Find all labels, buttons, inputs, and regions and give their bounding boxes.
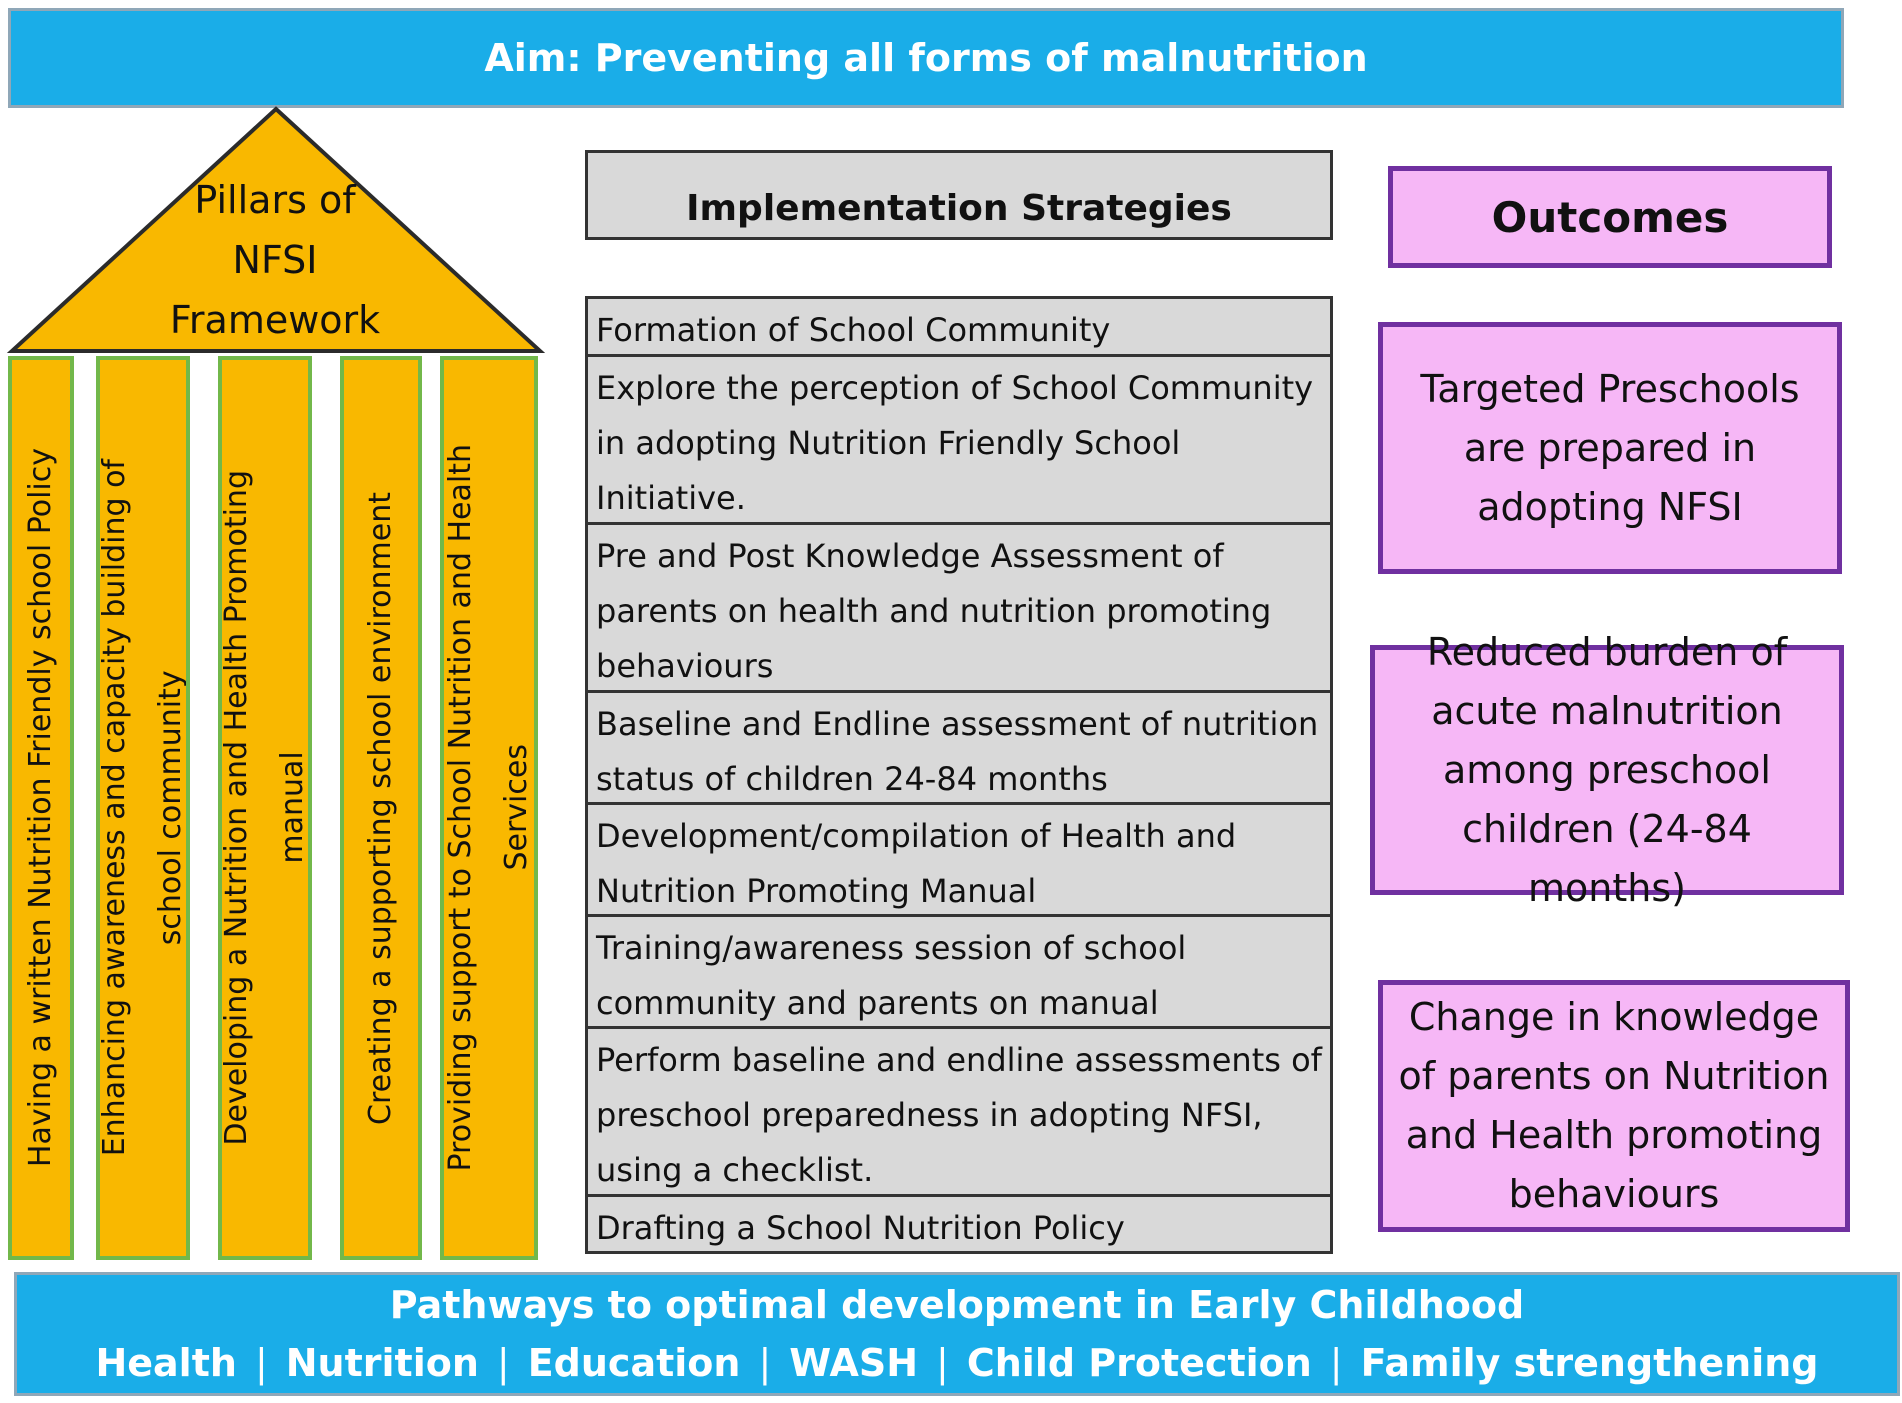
pillar-services: Providing support to School Nutrition an… [440, 356, 538, 1260]
pillar-label-line: Enhancing awareness and capacity buildin… [97, 459, 132, 1157]
pillar-label-line: school community [153, 670, 188, 946]
pathway-separator: | [1329, 1341, 1343, 1385]
pillar-label: Enhancing awareness and capacity buildin… [97, 459, 188, 1157]
pillar-label-line: manual [275, 751, 310, 865]
pillar-label-line: Having a written Nutrition Friendly scho… [23, 448, 58, 1168]
outcomes-header: Outcomes [1388, 166, 1832, 268]
pillar-label-line: Developing a Nutrition and Health Promot… [219, 470, 254, 1146]
outcome-text: Targeted Preschools are prepared in adop… [1420, 366, 1800, 529]
framework-title-line: NFSI [232, 238, 318, 282]
pillar-environment: Creating a supporting school environment [340, 356, 422, 1260]
pathway-domain: Family strengthening [1360, 1341, 1819, 1385]
outcomes-header-text: Outcomes [1491, 192, 1729, 242]
pathway-domain: WASH [789, 1341, 919, 1385]
strategies-list: Formation of School Community Explore th… [585, 296, 1333, 1254]
outcome-parent-knowledge: Change in knowledge of parents on Nutrit… [1378, 980, 1850, 1232]
strategy-item: Development/compilation of Health and Nu… [588, 805, 1330, 917]
pathway-separator: | [496, 1341, 510, 1385]
pathway-separator: | [758, 1341, 772, 1385]
strategy-item: Perform baseline and endline assessments… [588, 1029, 1330, 1197]
strategy-item: Explore the perception of School Communi… [588, 357, 1330, 525]
strategy-item: Drafting a School Nutrition Policy [596, 1209, 1125, 1247]
strategy-item: Formation of School Community [588, 299, 1330, 357]
pillar-label: Having a written Nutrition Friendly scho… [13, 448, 69, 1167]
pillar-capacity-building: Enhancing awareness and capacity buildin… [96, 356, 190, 1260]
framework-title-line: Framework [169, 298, 381, 342]
pathway-domain: Child Protection [966, 1341, 1312, 1385]
pillar-label-line: Providing support to School Nutrition an… [443, 444, 478, 1172]
strategy-item: Baseline and Endline assessment of nutri… [588, 693, 1330, 805]
aim-banner: Aim: Preventing all forms of malnutritio… [8, 8, 1844, 108]
strategy-item: Pre and Post Knowledge Assessment of par… [588, 525, 1330, 693]
aim-text: Aim: Preventing all forms of malnutritio… [484, 36, 1368, 80]
pillar-label-line: Services [499, 744, 534, 872]
pillar-label: Developing a Nutrition and Health Promot… [219, 470, 310, 1146]
framework-roof [6, 106, 546, 353]
outcome-reduced-malnutrition: Reduced burden of acute malnutrition amo… [1370, 630, 1844, 910]
outcome-text: Reduced burden of acute malnutrition amo… [1426, 629, 1788, 910]
framework-title: Pillars of NFSI Framework [140, 170, 410, 350]
pillar-manual: Developing a Nutrition and Health Promot… [218, 356, 312, 1260]
strategies-header-text: Implementation Strategies [686, 188, 1232, 229]
strategy-item: Training/awareness session of school com… [588, 917, 1330, 1029]
pathway-domain: Health [95, 1341, 237, 1385]
pathway-domain: Education [527, 1341, 741, 1385]
framework-title-line: Pillars of [194, 178, 356, 222]
roof-triangle [6, 106, 546, 353]
outcome-preschool-preparedness: Targeted Preschools are prepared in adop… [1378, 322, 1842, 574]
pathway-separator: | [254, 1341, 268, 1385]
pillar-label-line: Creating a supporting school environment [363, 491, 398, 1125]
strategies-header: Implementation Strategies [585, 150, 1333, 240]
pillar-label: Providing support to School Nutrition an… [443, 444, 534, 1172]
outcome-text: Change in knowledge of parents on Nutrit… [1398, 995, 1830, 1216]
pillar-label: Creating a supporting school environment [353, 492, 409, 1125]
pathways-domains: Health | Nutrition | Education | WASH | … [95, 1334, 1818, 1392]
pathway-domain: Nutrition [285, 1341, 479, 1385]
pathway-separator: | [936, 1341, 949, 1385]
pillar-policy: Having a written Nutrition Friendly scho… [8, 356, 74, 1260]
pathways-title: Pathways to optimal development in Early… [389, 1283, 1525, 1327]
pathways-banner: Pathways to optimal development in Early… [14, 1272, 1900, 1396]
